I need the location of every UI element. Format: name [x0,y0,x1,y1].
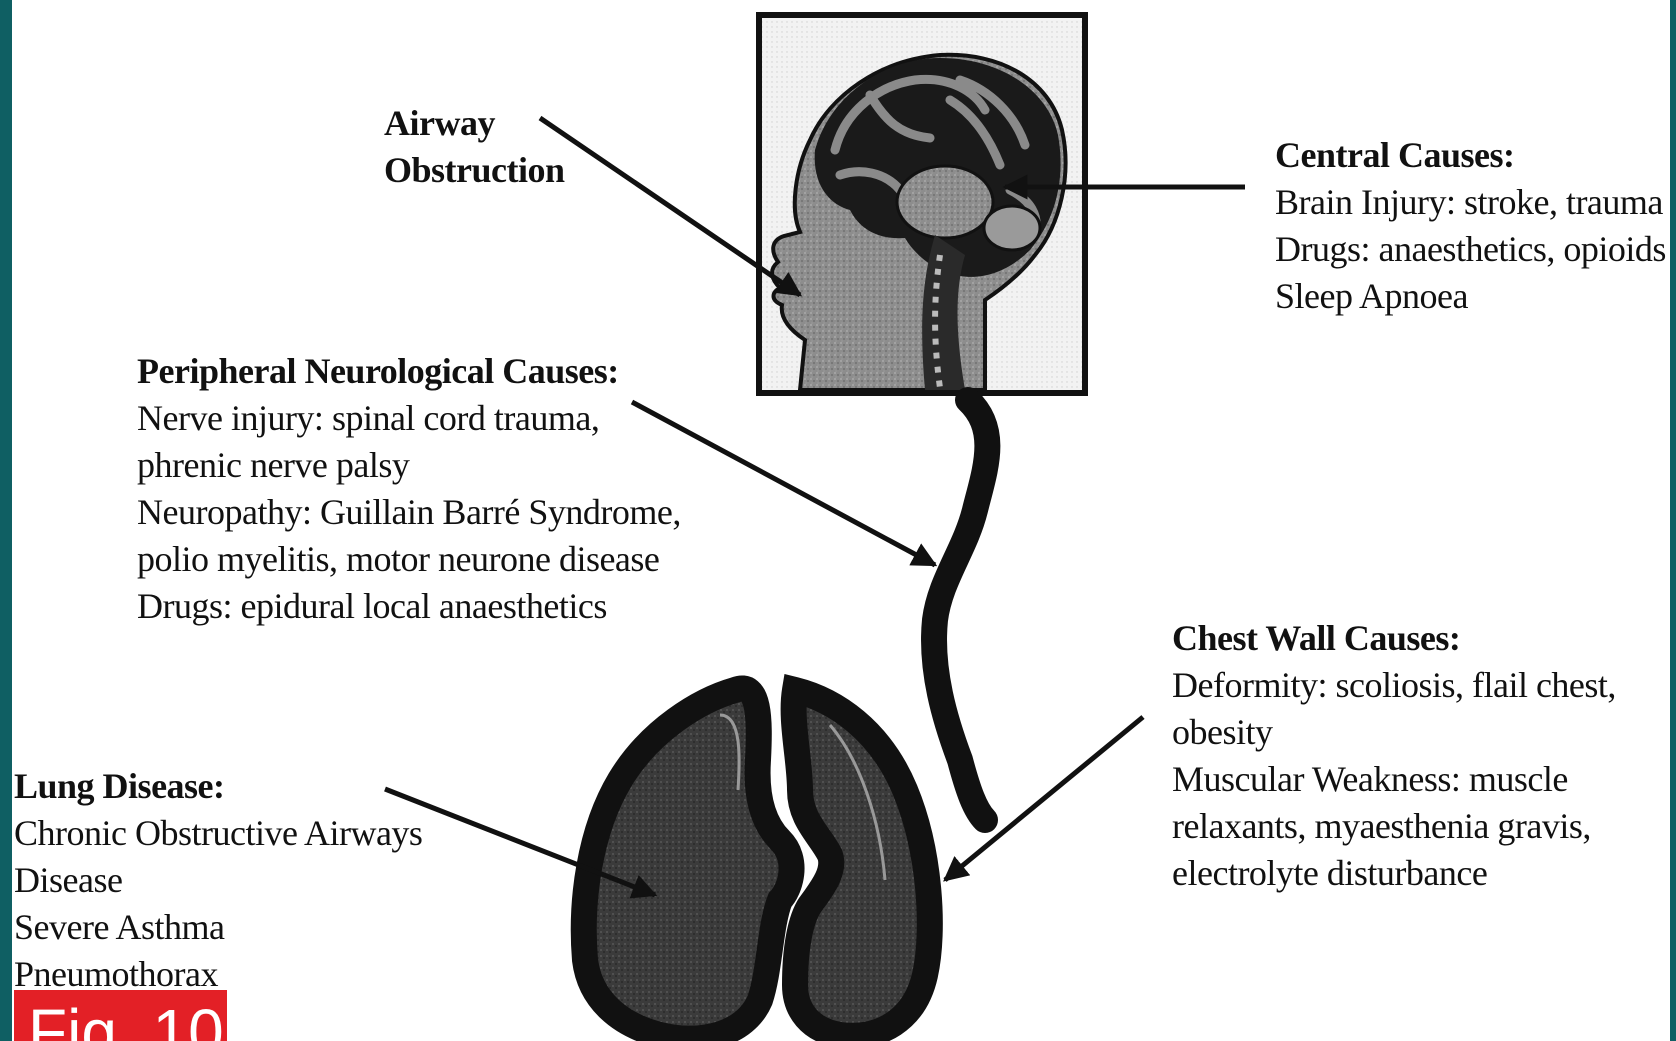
central-line: Drugs: anaesthetics, opioids [1275,226,1666,273]
chest-wall-heading: Chest Wall Causes: [1172,615,1616,662]
peripheral-line: Neuropathy: Guillain Barré Syndrome, [137,489,681,536]
peripheral-line: polio myelitis, motor neurone disease [137,536,681,583]
central-line: Brain Injury: stroke, trauma [1275,179,1666,226]
central-causes-block: Central Causes: Brain Injury: stroke, tr… [1275,132,1666,320]
lung-line: Severe Asthma [14,904,422,951]
chest-wall-line: Deformity: scoliosis, flail chest, [1172,662,1616,709]
lung-line: Chronic Obstructive Airways [14,810,422,857]
airway-heading-line-1: Airway [384,100,565,147]
lung-disease-block: Lung Disease: Chronic Obstructive Airway… [14,763,422,998]
peripheral-line: Drugs: epidural local anaesthetics [137,583,681,630]
peripheral-line: Nerve injury: spinal cord trauma, [137,395,681,442]
right-lung [794,690,930,1036]
airway-heading-line-2: Obstruction [384,147,565,194]
chest-wall-line: obesity [1172,709,1616,756]
central-line: Sleep Apnoea [1275,273,1666,320]
lungs [584,688,930,1038]
peripheral-line: phrenic nerve palsy [137,442,681,489]
nerve-tube [934,400,987,820]
lung-heading: Lung Disease: [14,763,422,810]
peripheral-causes-block: Peripheral Neurological Causes: Nerve in… [137,348,681,630]
central-heading: Central Causes: [1275,132,1666,179]
figure-label-badge: Fig. 10 [14,990,227,1041]
chest-wall-line: Muscular Weakness: muscle [1172,756,1616,803]
chest-wall-causes-block: Chest Wall Causes: Deformity: scoliosis,… [1172,615,1616,897]
peripheral-heading: Peripheral Neurological Causes: [137,348,681,395]
head-box [759,15,1085,393]
figure-label: Fig. 10 [28,1000,224,1041]
lung-line: Disease [14,857,422,904]
chest-wall-line: relaxants, myaesthenia gravis, [1172,803,1616,850]
chest-wall-line: electrolyte disturbance [1172,850,1616,897]
airway-label: Airway Obstruction [384,100,565,194]
left-lung [584,688,792,1038]
